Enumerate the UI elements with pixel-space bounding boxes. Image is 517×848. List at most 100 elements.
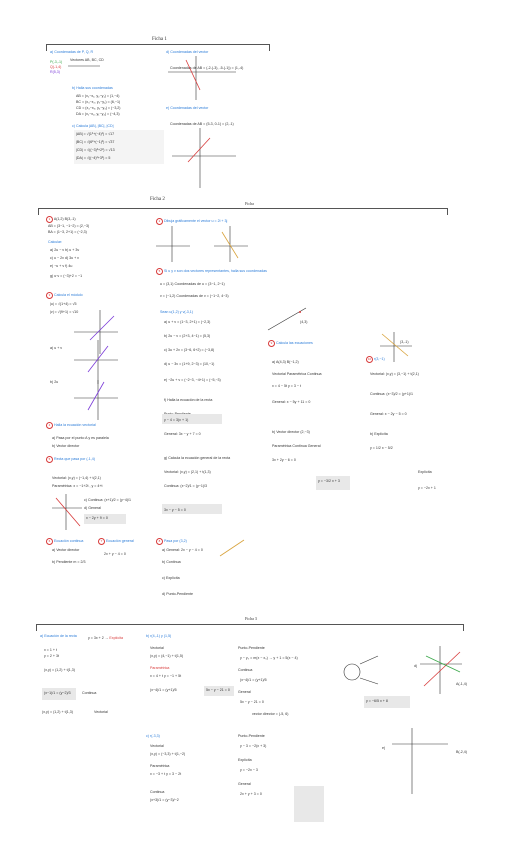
ficha3-c2-box — [294, 786, 324, 822]
ficha3-a-l3: y = 2 + 3t — [44, 654, 59, 658]
ficha2-far-r5: y = 1/2 x − 5/2 — [370, 446, 393, 450]
ficha2-q2-text: Dibuja gráficamente el vector u = 2i + 3… — [164, 219, 228, 223]
ficha1-graph-1 — [168, 56, 236, 100]
ficha3-c2-l6: 2x + y + 3 = 0 — [240, 792, 262, 796]
ficha2-graph-q6b — [74, 380, 118, 420]
ficha2-q4-l3: c) 3u + 2v = (3−6, 6+2) = (−3,8) — [164, 348, 215, 352]
ficha1-line-c4: |DA| = √((−4)²+3²) = 5 — [76, 156, 111, 160]
ficha2-graph-q8 — [52, 494, 82, 530]
ficha2-graph-q11 — [219, 539, 245, 557]
ficha2-q11-block: 8 Pasa por (3,2) — [156, 538, 187, 545]
ficha2-q9-l2: b) Pendiente m = 2/3 — [52, 560, 86, 564]
ficha2-graph-q10 — [380, 332, 412, 362]
ficha1-module-box — [74, 130, 164, 164]
ficha3-circle-mark — [343, 655, 379, 685]
ficha2-q1-l5: c) u − 2v d) 3u + v — [50, 256, 79, 260]
ficha3-title: Ficha 3 — [245, 616, 257, 621]
ficha2-q2-block: 2 Dibuja gráficamente el vector u = 2i +… — [156, 218, 227, 225]
ficha1-section-e: e) Coordenadas del vector — [166, 106, 209, 110]
ficha1-section-b: b) Halla sus coordenadas — [72, 86, 113, 90]
ficha3-c2-l2: y − 3 = −2(x + 3) — [240, 744, 267, 748]
ficha2-bracket — [38, 208, 448, 215]
ficha1-section-d: d) Coordenadas del vector — [166, 50, 209, 54]
ficha1-title: Ficha 1 — [152, 37, 167, 42]
ficha2-q8-l5: x − 2y + 9 = 0 — [86, 516, 108, 520]
ficha3-b-l1: Vectorial — [150, 646, 164, 650]
ficha2-far-r6: Explícita — [418, 470, 432, 474]
ficha3-b-box — [204, 686, 234, 696]
ficha2-graph-q2b — [214, 226, 248, 262]
ficha2-right-r7: 3x + 2y − 6 = 0 — [272, 458, 296, 462]
ficha2-far-q1: 10 r(3,−1) — [366, 356, 385, 363]
ficha2-q4-l8: y − 4 = 3(x + 1) — [164, 418, 189, 422]
ficha3-b2-l6: 5x − y − 21 = 0 — [240, 700, 264, 704]
ficha2-q1-l7: g) u·v = (−3)+2 = −1 — [50, 274, 83, 278]
ficha2-q7-l1: a) Pasa por el punto A y es paralela — [52, 436, 109, 440]
ficha3-explicit: Explícita — [109, 636, 123, 640]
ficha2-q9-l1: a) Vector director — [52, 548, 80, 552]
ficha1-coords-result: Coordenadas de AB = (-2-(-3), -5-(-1)) =… — [170, 66, 244, 70]
ficha2-q8-text: Recta que pasa por (-1,4) — [54, 457, 95, 461]
ficha2-q1-l1: AB = (3−1, −1−2) = (2,−3) — [48, 224, 90, 228]
ficha2-q4-block: Sean u(1,2) y v(-3,1) — [160, 310, 193, 314]
ficha3-b2-l5: General — [238, 690, 251, 694]
ficha2-q8-l4: d) General — [84, 506, 101, 510]
ficha2-q7-text: Halla la ecuación vectorial — [54, 423, 96, 427]
ficha3-b-parametric: Paramétrica — [150, 666, 170, 670]
ficha3-c-label: c) r(-3,3) — [146, 734, 160, 738]
ficha3-d-label: d) — [414, 664, 418, 668]
ficha1-point-r: R(5,3) — [50, 70, 60, 74]
ficha3-c2-l5: General — [238, 782, 251, 786]
ficha2-q4-l6: f) Halla la ecuación de la recta — [164, 398, 213, 402]
ficha2-q4-l13: 3x − y − 5 = 0 — [164, 508, 186, 512]
ficha2-q5-text: Calcula el módulo — [54, 293, 83, 297]
ficha1-bracket — [46, 44, 270, 51]
ficha3-e-label: e) — [382, 746, 386, 750]
ficha2-right-box — [316, 476, 350, 490]
ficha2-q9-block: 6 Ecuación continua — [46, 538, 83, 545]
ficha3-a-l4: (x,y) = (1,2) + t(1,3) — [44, 668, 75, 672]
ficha2-q10-text: Ecuación general — [106, 539, 134, 543]
ficha3-graph-d — [420, 646, 462, 694]
ficha3-b-l2: (x,y) = (4,−1) + t(1,5) — [150, 654, 184, 658]
ficha2-q4-l12: Continua: (x−2)/1 = (y−1)/3 — [164, 484, 208, 488]
ficha2-right-r1: a) A(4,3) B(−1,2) — [272, 360, 299, 364]
ficha2-q5-block: 3 Calcula el módulo — [46, 292, 83, 299]
ficha2-q4-l11: Vectorial: (x,y) = (2,1) + t(1,3) — [164, 470, 211, 474]
ficha1-line-b1: AB = (x₂−x₁, y₂−y₁) = (1,−4) — [76, 94, 120, 98]
ficha3-a-l1: y = 3x + 2 → Explícita — [88, 636, 123, 640]
ficha1-coords-result2: Coordenadas de AB = (5-3, 0-1) = (2,-1) — [170, 122, 234, 126]
ficha2-right-r3: x = 4 − 5t y = 3 − t — [272, 384, 301, 388]
ficha2-q4-l10: g) Calcula la ecuación general de la rec… — [164, 456, 231, 460]
ficha1-line-b4: DA = (x₁−x₄, y₁−y₄) = (−4,3) — [76, 112, 120, 116]
ficha3-b-l4: (x−4)/1 = (y+1)/5 — [150, 688, 177, 692]
ficha2-far-r7: y = −2x + 1 — [418, 486, 436, 490]
ficha2-far-r3: General: x − 2y − 5 = 0 — [370, 412, 407, 416]
ficha3-a-text: a) Ecuación de la recta — [40, 634, 77, 638]
ficha1-line-b2: BC = (x₃−x₂, y₃−y₂) = (6,−1) — [76, 100, 121, 104]
ficha3-b-l3: x = 4 + t y = −1 + 5t — [150, 674, 182, 678]
ficha2-q1-l4: a) 2u − v b) u + 3v — [50, 248, 80, 252]
ficha2-q3-l1: u = (3,1) Coordenadas de u = (3−1, 2−1) — [160, 282, 225, 286]
ficha1-point-p: P(-3,-1) — [50, 60, 63, 64]
ficha3-a-box — [42, 688, 76, 700]
ficha2-far-r1: Vectorial: (x,y) = (3,−1) + t(2,1) — [370, 372, 419, 376]
ficha2-q10-l1: 2x + y − 4 = 0 — [104, 552, 126, 556]
ficha3-b-l5: 5x − y − 21 = 0 — [206, 688, 230, 692]
ficha3-c-l2: (x,y) = (−3,3) + t(1,−2) — [150, 752, 186, 756]
ficha3-a-l5: (x−1)/1 = (y−2)/3 — [44, 691, 71, 695]
ficha3-continuous-2: Continua — [238, 668, 253, 672]
ficha2-q7-block: 4 Halla la ecuación vectorial — [46, 422, 96, 429]
ficha3-a-l6: (x,y) = (1,2) + t(1,3) — [42, 710, 73, 714]
ficha2-q8-l2: Paramétrica: x = −1+2t , y = 4+t — [52, 484, 103, 488]
ficha2-pt-label: (4,3) — [300, 320, 308, 324]
ficha2-q8-l1: Vectorial: (x,y) = (−1,4) + t(2,1) — [52, 476, 101, 480]
ficha3-b2-l4: (x−4)/1 = (y+1)/5 — [240, 678, 267, 682]
ficha2-header: Ficha — [245, 201, 254, 206]
ficha2-q10-block: 7 Ecuación general — [98, 538, 134, 545]
ficha2-q11-l1: a) General: 2x − y − 4 = 0 — [162, 548, 203, 552]
ficha3-c-l1: Vectorial — [150, 744, 164, 748]
ficha2-q7-l2: b) Vector director — [52, 444, 80, 448]
ficha2-q1: 1 A(1,2) B(3,-1) — [46, 216, 76, 223]
